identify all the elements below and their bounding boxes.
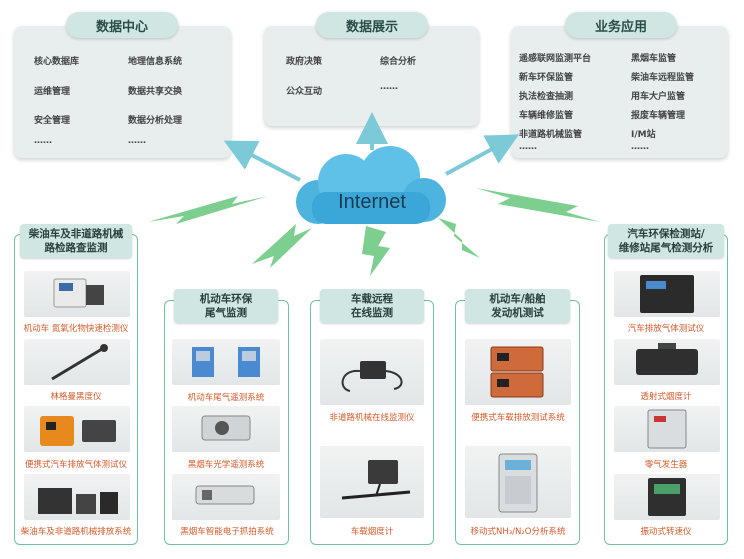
device-ringelmann-label: 林格曼黑度仪 xyxy=(50,392,102,402)
biz-item-5: 执法检查抽测 xyxy=(519,92,574,102)
dc-item-4: 数据共享交换 xyxy=(128,87,183,97)
column-3-title: 车载远程 在线监测 xyxy=(320,289,424,323)
lightning-left-1 xyxy=(148,196,268,224)
biz-item-10: I/M站 xyxy=(631,130,656,140)
biz-item-4: 柴油车远程监管 xyxy=(631,73,695,83)
biz-item-9: 非道路机械监管 xyxy=(519,130,583,140)
lightning-center xyxy=(362,226,390,276)
device-nox-analyzer-image xyxy=(24,271,130,317)
dc-item-5: 安全管理 xyxy=(34,116,71,126)
arrow-to-data-center xyxy=(223,140,301,182)
internet-cloud-icon xyxy=(296,146,446,224)
device-ringelmann-image xyxy=(24,339,130,385)
dc-item-8: …… xyxy=(128,136,146,146)
biz-item-6: 用车大户监管 xyxy=(631,92,686,102)
lightning-right-1 xyxy=(438,218,480,258)
column-1-title: 柴油车及非道路机械 路检路查监测 xyxy=(20,224,132,258)
device-remote-sensing-image xyxy=(172,339,280,385)
device-pems-image xyxy=(465,339,571,405)
biz-item-7: 车辆维修监管 xyxy=(519,111,574,121)
device-optical-remote-label: 黑烟车光学遥测系统 xyxy=(187,460,265,470)
dc-item-7: …… xyxy=(34,136,52,146)
device-vibration-tachometer-label: 振动式转速仪 xyxy=(640,527,692,537)
device-vibration-tachometer-image xyxy=(614,474,720,520)
device-transmission-opacity-image xyxy=(614,339,720,385)
internet-label: Internet xyxy=(338,191,406,213)
device-portable-exhaust-image xyxy=(24,406,130,452)
data-center-panel: 核心数据库 地理信息系统 运维管理 数据共享交换 安全管理 数据分析处理 …… … xyxy=(14,26,231,158)
device-onboard-opacity-label: 车载烟度计 xyxy=(350,527,394,537)
column-2-title: 机动车环保 尾气监测 xyxy=(174,289,278,323)
device-portable-exhaust-label: 便携式汽车排放气体测试仪 xyxy=(24,460,127,470)
column-4-title: 机动车/船舶 发动机测试 xyxy=(465,289,570,323)
device-remote-sensing-label: 机动车尾气遥测系统 xyxy=(187,393,265,403)
data-display-panel: 政府决策 综合分析 公众互动 …… xyxy=(264,26,479,126)
device-smart-capture-image xyxy=(172,474,280,520)
lightning-left-2 xyxy=(252,224,312,268)
business-panel: 遥感联网监测平台 黑烟车监管 新车环保监管 柴油车远程监管 执法检查抽测 用车大… xyxy=(511,26,728,158)
device-zero-gas-label: 零气发生器 xyxy=(644,460,688,470)
device-nh3-n2o-label: 移动式NH₃/N₂O分析系统 xyxy=(470,527,566,537)
device-exhaust-tester-image xyxy=(614,271,720,317)
biz-item-3: 新车环保监管 xyxy=(519,73,574,83)
device-diesel-system-label: 柴油车及非道路机械排放系统 xyxy=(20,527,132,537)
device-transmission-opacity-label: 透射式烟度计 xyxy=(640,392,692,402)
dc-item-6: 数据分析处理 xyxy=(128,116,183,126)
biz-item-12: …… xyxy=(631,142,649,152)
arrow-to-business xyxy=(445,134,520,176)
biz-item-11: …… xyxy=(519,142,537,152)
device-nonroad-online-image xyxy=(320,339,424,405)
biz-item-2: 黑烟车监管 xyxy=(631,54,677,64)
dd-item-2: 综合分析 xyxy=(380,57,417,67)
device-optical-remote-image xyxy=(172,406,280,452)
device-onboard-opacity-image xyxy=(320,446,424,518)
data-center-title: 数据中心 xyxy=(66,12,178,38)
dd-item-4: …… xyxy=(380,82,398,92)
device-nox-analyzer-label: 机动车 氮氧化物快速检测仪 xyxy=(23,324,129,334)
dc-item-2: 地理信息系统 xyxy=(128,57,183,67)
device-nh3-n2o-image xyxy=(465,446,571,518)
business-title: 业务应用 xyxy=(565,12,677,38)
biz-item-1: 遥感联网监测平台 xyxy=(519,54,592,64)
device-zero-gas-image xyxy=(614,406,720,452)
data-display-title: 数据展示 xyxy=(316,12,428,38)
dd-item-3: 公众互动 xyxy=(286,87,323,97)
device-smart-capture-label: 黑烟车智能电子抓拍系统 xyxy=(180,527,274,537)
device-nonroad-online-label: 非道路机械在线监测仪 xyxy=(329,413,415,423)
dc-item-1: 核心数据库 xyxy=(34,57,80,67)
dc-item-3: 运维管理 xyxy=(34,87,71,97)
device-diesel-system-image xyxy=(24,474,130,520)
biz-item-8: 报废车辆管理 xyxy=(631,111,686,121)
dd-item-1: 政府决策 xyxy=(286,57,323,67)
device-exhaust-tester-label: 汽车排放气体测试仪 xyxy=(627,324,705,334)
column-5-title: 汽车环保检测站/ 维修站尾气检测分析 xyxy=(608,224,724,258)
lightning-right-2 xyxy=(476,188,600,222)
device-pems-label: 便携式车载排放测试系统 xyxy=(471,413,565,423)
